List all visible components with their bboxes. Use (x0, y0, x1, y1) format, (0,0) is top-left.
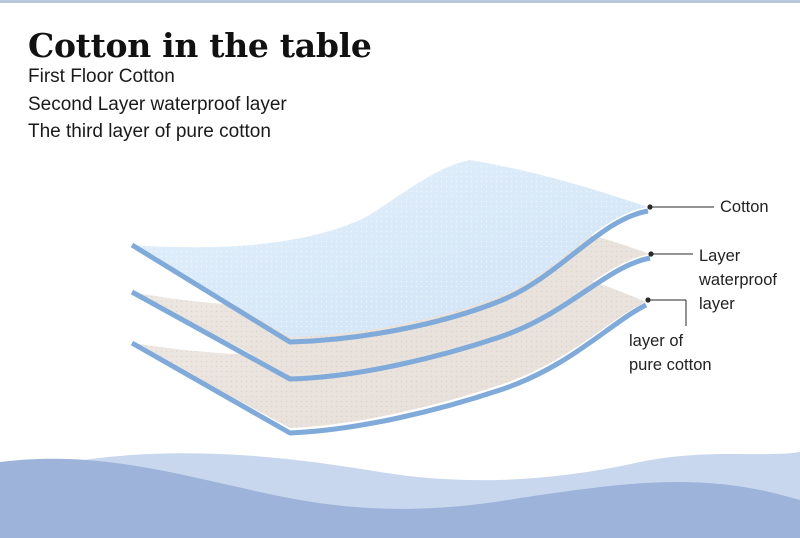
callout-waterproof-line-1: Layer (699, 247, 741, 265)
callout-pure-cotton-line-1: layer of (629, 332, 684, 350)
callout-waterproof-line-3: layer (699, 295, 735, 313)
callout-leader-pure-cotton (645, 297, 687, 326)
top-divider (0, 0, 800, 3)
top-layer-cotton (130, 160, 649, 345)
callout-leader-waterproof (648, 251, 693, 257)
callout-waterproof: Layer waterproof layer (699, 244, 777, 316)
background-wave-front (0, 458, 800, 538)
callout-pure-cotton: layer of pure cotton (629, 329, 712, 377)
description-line-3: The third layer of pure cotton (28, 121, 271, 142)
callout-pure-cotton-line-2: pure cotton (629, 356, 712, 374)
description-line-2: Second Layer waterproof layer (28, 94, 287, 115)
description-line-1: First Floor Cotton (28, 66, 175, 87)
callout-cotton-line-1: Cotton (720, 198, 769, 216)
callout-leader-cotton (647, 204, 714, 210)
callout-waterproof-line-2: waterproof (699, 271, 777, 289)
page-title: Cotton in the table (28, 26, 372, 65)
callout-cotton: Cotton (720, 195, 769, 219)
